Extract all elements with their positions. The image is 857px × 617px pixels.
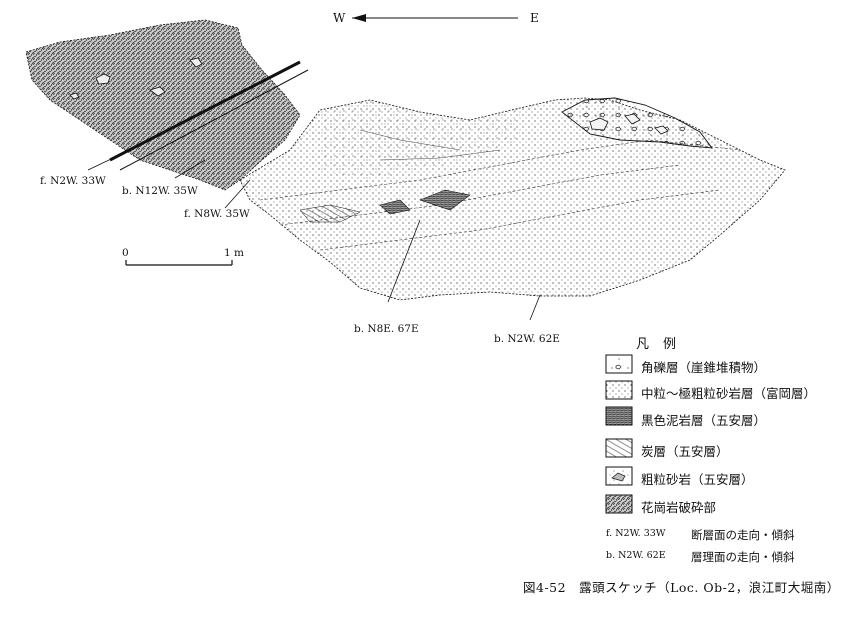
legend-item-label: 中粒〜極粗粒砂岩層（富岡層）	[641, 386, 817, 401]
compass-arrow	[352, 14, 518, 22]
annotation-f2: f. N8W. 35W	[184, 208, 250, 220]
annotation-b1: b. N12W. 35W	[122, 185, 198, 197]
compass-west-label: W	[333, 11, 346, 25]
legend-item-label: 角礫層（崖錐堆積物）	[641, 360, 767, 375]
legend-item-label: 粗粒砂岩（五安層）	[641, 472, 754, 487]
legend-title: 凡例	[636, 337, 691, 352]
legend-swatches	[605, 354, 633, 514]
scale-start-label: 0	[122, 247, 129, 259]
legend-abbr-code: f. N2W. 33W	[606, 528, 666, 539]
breccia-zone	[561, 97, 713, 149]
legend-item-label: 花崗岩破砕部	[641, 500, 717, 515]
annotation-f1: f. N2W. 33W	[40, 175, 106, 187]
legend-item-label: 炭層（五安層）	[641, 444, 729, 459]
legend-item-label: 黒色泥岩層（五安層）	[641, 413, 767, 428]
annotation-b2: b. N8E. 67E	[354, 323, 419, 335]
annotation-b3: b. N2W. 62E	[494, 333, 560, 345]
annotation-leaders	[87, 149, 541, 321]
scale-bar	[125, 260, 233, 266]
legend-abbr-code: b. N2W. 62E	[606, 550, 666, 561]
legend-abbr-meaning: 断層面の走向・傾斜	[691, 528, 795, 542]
scale-end-label: 1 m	[224, 247, 244, 259]
granite-zone	[25, 19, 309, 191]
figure-caption: 図4-52 露頭スケッチ（Loc. Ob-2，浪江町大堀南）	[523, 580, 840, 595]
compass-east-label: E	[530, 11, 539, 25]
legend-abbr-meaning: 層理面の走向・傾斜	[691, 550, 795, 564]
sandstone-zone	[239, 97, 786, 301]
